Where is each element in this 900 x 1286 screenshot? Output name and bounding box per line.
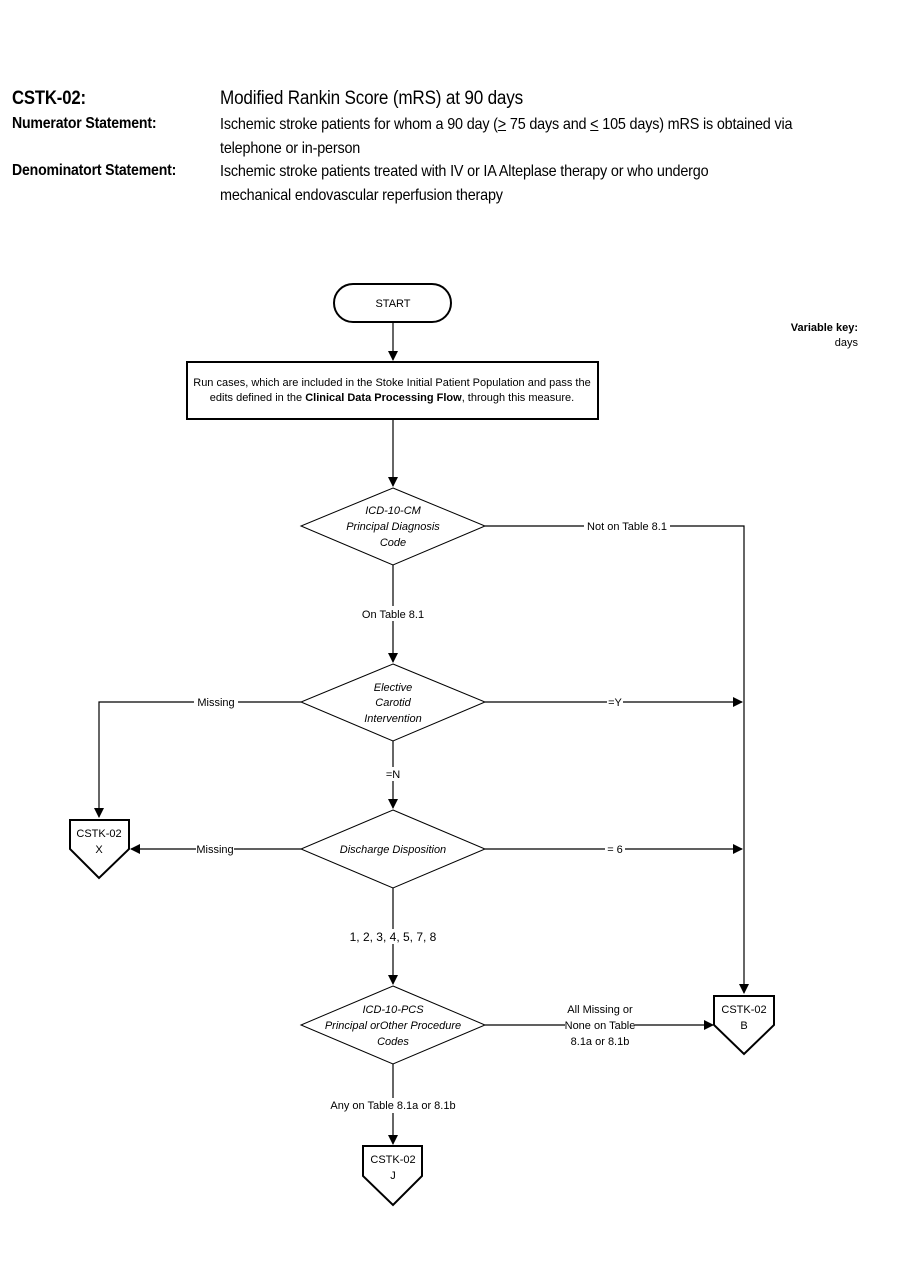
terminal-j-line2: J (390, 1170, 396, 1182)
edge-label-proc-any: Any on Table 8.1a or 8.1b (330, 1100, 455, 1112)
terminal-cstk02-j (362, 1145, 423, 1207)
edge-label-proc-none-line1: All Missing or (567, 1004, 633, 1016)
edge-label-carotid-yes: =Y (608, 697, 622, 709)
numerator-label: Numerator Statement: (12, 115, 157, 132)
terminal-j-line1: CSTK-02 (370, 1154, 415, 1166)
process-line2-pre: edits defined in the (210, 392, 305, 404)
decision-elective-carotid-line1: Elective (374, 682, 413, 694)
terminal-b-line1: CSTK-02 (721, 1004, 766, 1016)
decision-procedure-codes-line2: Principal orOther Procedure (325, 1020, 461, 1032)
edge-label-carotid-no: =N (386, 769, 400, 781)
decision-procedure-codes-line1: ICD-10-PCS (362, 1004, 424, 1016)
variable-key-item-days: days (835, 337, 859, 349)
decision-principal-diagnosis-line2: Principal Diagnosis (346, 521, 440, 533)
edge-label-carotid-missing: Missing (197, 697, 234, 709)
clinical-data-processing-flow-ref: Clinical Data Processing Flow (305, 392, 462, 404)
numerator-text-pre: Ischemic stroke patients for whom a 90 d… (220, 116, 498, 133)
edge-carotid-missing (94, 701, 301, 818)
decision-elective-carotid-line2: Carotid (375, 697, 411, 709)
edge-label-bg (607, 695, 623, 709)
measure-id-label: CSTK-02: (12, 88, 86, 109)
numerator-text-post: 105 days) mRS is obtained via (598, 116, 793, 133)
edge-label-bg (343, 929, 443, 944)
decision-elective-carotid-line3: Intervention (364, 713, 421, 725)
edge-diagnosis-not-on-table (485, 525, 749, 994)
edge-label-bg (196, 842, 234, 856)
process-node (186, 361, 599, 420)
decision-principal-diagnosis-line3: Code (380, 537, 406, 549)
decision-procedure-codes-line3: Codes (377, 1036, 409, 1048)
numerator-statement-line1: Ischemic stroke patients for whom a 90 d… (220, 113, 793, 137)
greater-equal-symbol: > (497, 116, 507, 133)
edge-label-proc-none-line2: None on Table (565, 1020, 636, 1032)
decision-principal-diagnosis-line1: ICD-10-CM (365, 505, 421, 517)
edge-label-bg (384, 767, 402, 781)
numerator-text-mid: 75 days and (506, 116, 591, 133)
edge-label-bg (358, 606, 428, 621)
numerator-statement-line2: telephone or in-person (220, 140, 361, 157)
decision-discharge-disposition-line1: Discharge Disposition (340, 844, 446, 856)
process-line2-post: , through this measure. (462, 392, 575, 404)
denominator-label: Denominatort Statement: (12, 162, 177, 179)
less-equal-symbol: < (590, 116, 599, 133)
edge-label-bg (565, 1001, 635, 1045)
edge-label-on-table: On Table 8.1 (362, 609, 424, 621)
edge-label-bg (605, 842, 625, 856)
start-label: START (375, 298, 410, 310)
edge-label-discharge-values: 1, 2, 3, 4, 5, 7, 8 (350, 930, 437, 944)
terminal-cstk02-x (69, 819, 130, 880)
edge-label-bg (330, 1098, 456, 1113)
edge-label-bg (194, 694, 238, 709)
edge-label-discharge-missing: Missing (196, 844, 233, 856)
edge-label-not-on-table: Not on Table 8.1 (587, 521, 667, 533)
measure-title: Modified Rankin Score (mRS) at 90 days (220, 88, 523, 109)
edge-label-proc-none-line3: 8.1a or 8.1b (571, 1036, 630, 1048)
variable-key-title: Variable key: (791, 322, 858, 334)
process-line1: Run cases, which are included in the Sto… (193, 377, 590, 389)
terminal-b-line2: B (740, 1020, 747, 1032)
terminal-x-line1: CSTK-02 (76, 828, 121, 840)
edge-label-bg (584, 518, 670, 533)
terminal-x-line2: X (95, 844, 103, 856)
process-line2: edits defined in the Clinical Data Proce… (210, 392, 574, 404)
edge-label-discharge-six: = 6 (607, 844, 623, 856)
denominator-statement-line1: Ischemic stroke patients treated with IV… (220, 163, 709, 180)
denominator-statement-line2: mechanical endovascular reperfusion ther… (220, 187, 503, 204)
terminal-cstk02-b (713, 995, 775, 1056)
